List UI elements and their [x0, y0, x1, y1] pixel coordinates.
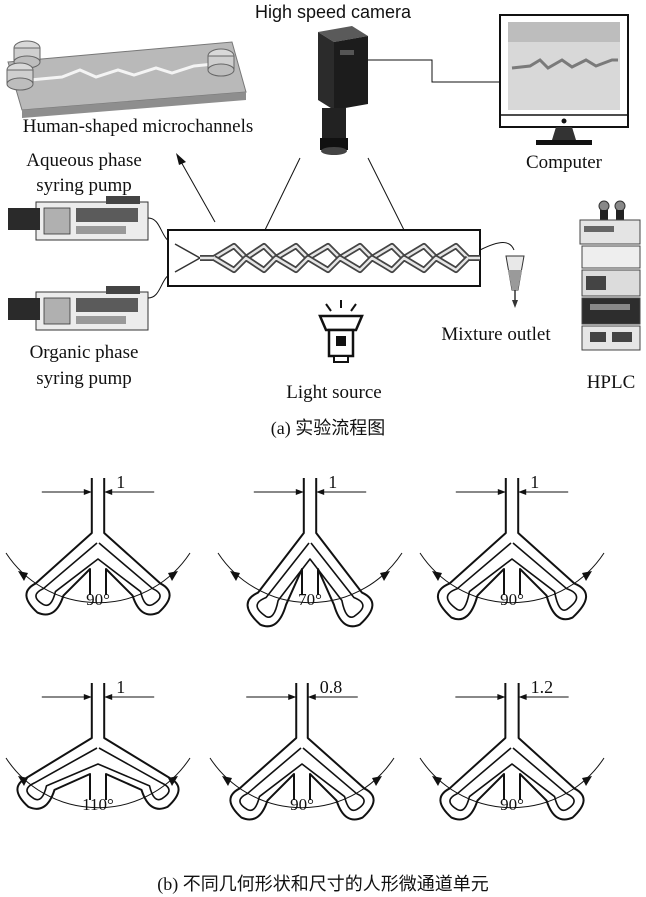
width-arrowhead-left: [497, 694, 506, 700]
channel-inner-wall: [446, 542, 578, 611]
channel-outer-wall: [16, 683, 180, 810]
experimental-setup-diagram: [6, 14, 641, 363]
angle-arrowhead-right: [380, 571, 390, 581]
width-arrowhead-right: [518, 489, 527, 495]
width-arrowhead-right: [307, 694, 316, 700]
angle-arrowhead-right: [168, 571, 178, 581]
channel-inner-wall: [35, 542, 161, 607]
label-light-source: Light source: [286, 382, 382, 403]
angle-label: 90°: [290, 795, 314, 814]
angle-arrowhead-left: [18, 571, 28, 581]
width-arrowhead-left: [295, 489, 304, 495]
width-label: 1: [530, 472, 539, 492]
camera-view-line-right: [367, 157, 405, 231]
angle-label: 70°: [298, 590, 322, 609]
channel-unit-2: 1 70°: [217, 472, 403, 628]
width-arrowhead-left: [288, 694, 297, 700]
width-arrowhead-left: [497, 489, 506, 495]
label-organic-pump-line1: Organic phase: [29, 342, 139, 363]
label-mixture-outlet: Mixture outlet: [441, 324, 551, 345]
aqueous-syringe-pump-icon: [8, 196, 149, 241]
angle-arrowhead-left: [432, 776, 442, 786]
angle-arrowhead-left: [18, 776, 28, 786]
channel-inner-wall: [26, 747, 170, 801]
width-arrowhead-left: [83, 489, 92, 495]
channel-inner-wall: [239, 747, 365, 812]
width-arrowhead-left: [83, 694, 92, 700]
width-label: 1: [116, 472, 125, 492]
high-speed-camera-icon: [318, 26, 368, 155]
microchannel-chip-photo: [6, 40, 247, 118]
camera-computer-cable: [368, 59, 500, 83]
chip-pointer-arrow: [176, 153, 216, 223]
width-label: 1: [116, 677, 125, 697]
channel-unit-3: 1 90°: [419, 472, 605, 621]
light-source-icon: [318, 300, 364, 363]
caption-panel-a: (a) 实验流程图: [270, 418, 386, 438]
channel-outer-wall: [229, 683, 375, 821]
channel-unit-1: 1 90°: [5, 472, 191, 616]
hplc-instrument-icon: [579, 200, 641, 351]
channel-inner-wall: [256, 542, 364, 618]
channel-outer-wall: [246, 478, 374, 628]
computer-monitor-icon: [499, 14, 629, 145]
channel-unit-6: 1.2 90°: [419, 677, 605, 821]
width-arrowhead-right: [104, 489, 113, 495]
angle-label: 90°: [500, 590, 524, 609]
channel-units-diagram: 1 90° 1 70° 1 90° 1 110° 0.8 90° 1.2 90°: [5, 472, 605, 821]
channel-outer-wall: [436, 478, 588, 621]
channel-outer-wall: [25, 478, 171, 616]
width-arrowhead-right: [518, 694, 527, 700]
label-human-shaped-microchannels: Human-shaped microchannels: [22, 116, 254, 137]
width-label: 0.8: [320, 677, 343, 697]
camera-view-line-left: [264, 157, 301, 231]
outlet-tubing: [479, 242, 515, 251]
width-label: 1.2: [531, 677, 554, 697]
angle-arrowhead-right: [168, 776, 178, 786]
angle-arrowhead-right: [582, 776, 592, 786]
width-label: 1: [328, 472, 337, 492]
angle-arrowhead-left: [432, 571, 442, 581]
label-aqueous-pump-line1: Aqueous phase: [26, 150, 142, 171]
label-hplc: HPLC: [586, 372, 636, 393]
channel-unit-5: 0.8 90°: [209, 677, 395, 821]
label-high-speed-camera: High speed camera: [254, 2, 412, 22]
angle-arrowhead-left: [222, 776, 232, 786]
angle-label: 90°: [500, 795, 524, 814]
angle-arrowhead-right: [372, 776, 382, 786]
width-arrowhead-right: [104, 694, 113, 700]
channel-outer-wall: [439, 683, 585, 821]
label-computer: Computer: [526, 152, 602, 173]
angle-arrowhead-left: [230, 571, 240, 581]
angle-label: 90°: [86, 590, 110, 609]
channel-inner-wall: [449, 747, 575, 812]
collection-vessel-icon: [505, 255, 525, 308]
width-arrowhead-right: [316, 489, 325, 495]
angle-label: 110°: [82, 795, 114, 814]
caption-panel-b: (b) 不同几何形状和尺寸的人形微通道单元: [157, 874, 489, 894]
label-organic-pump-line2: syring pump: [36, 368, 132, 389]
microchannel-chip-schematic: [167, 229, 481, 287]
organic-syringe-pump-icon: [8, 286, 149, 331]
label-aqueous-pump-line2: syring pump: [36, 175, 132, 196]
channel-unit-4: 1 110°: [5, 677, 191, 814]
angle-arrowhead-right: [582, 571, 592, 581]
